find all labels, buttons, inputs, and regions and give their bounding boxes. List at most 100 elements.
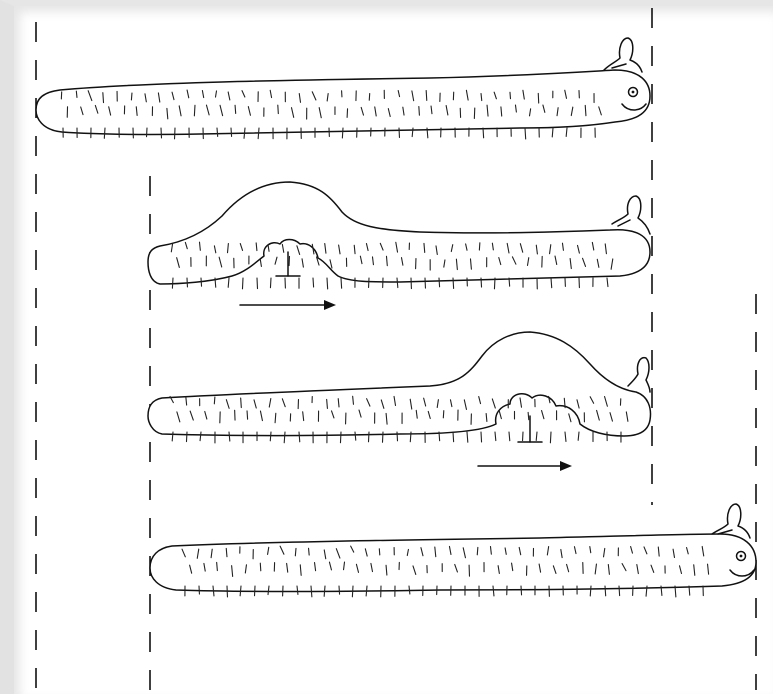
leg-mark [340, 432, 341, 443]
leg-mark [605, 586, 606, 596]
bristle-mark [186, 397, 187, 405]
leg-mark [565, 432, 566, 441]
leg-mark [619, 586, 620, 596]
leg-mark [410, 432, 411, 442]
head-antenna-icon [612, 196, 650, 234]
leg-mark [313, 278, 314, 287]
caterpillar-stage-4 [150, 504, 756, 597]
bristle-mark [235, 105, 236, 113]
direction-arrow-icon [240, 300, 336, 310]
caterpillar-body [148, 332, 650, 436]
leg-mark [551, 278, 552, 288]
caterpillar-stage-3 [148, 332, 650, 471]
bristle-mark [282, 244, 283, 252]
head-antenna-icon [712, 504, 750, 538]
gripping-leg-icon [518, 416, 542, 442]
leg-mark [104, 128, 105, 138]
bristle-mark [569, 414, 571, 422]
leg-mark [590, 586, 591, 596]
bristle-mark [426, 91, 427, 101]
caterpillar-body [150, 534, 756, 592]
bristle-mark [477, 547, 478, 554]
bristle-mark [520, 398, 521, 407]
bristle-mark [278, 105, 279, 114]
leg-mark [231, 128, 232, 136]
bristle-mark [309, 548, 310, 555]
leg-mark [494, 278, 495, 289]
leg-mark [217, 128, 218, 136]
leg-mark [525, 128, 526, 139]
bristle-mark [247, 411, 248, 419]
leg-mark [566, 128, 567, 136]
bristle-mark [217, 562, 218, 570]
leg-mark [689, 586, 690, 595]
leg-mark [495, 432, 496, 441]
leg-mark [453, 278, 454, 288]
leg-mark [341, 278, 342, 288]
caterpillar-stage-2 [148, 182, 650, 310]
bristle-mark [486, 414, 487, 422]
leg-mark [453, 432, 454, 442]
bristle-mark [241, 398, 242, 407]
leg-mark [467, 432, 468, 442]
leg-mark [201, 278, 202, 286]
bristle-mark [256, 243, 257, 251]
gripping-leg-icon [276, 252, 300, 276]
bristle-mark [528, 412, 529, 419]
bristle-mark [131, 93, 132, 100]
leg-mark [327, 278, 328, 289]
leg-mark [382, 432, 383, 442]
head-antenna-icon [604, 38, 642, 72]
bristle-mark [327, 399, 328, 408]
bristle-mark [302, 259, 303, 267]
leg-mark [242, 278, 243, 289]
caterpillar-body [36, 70, 650, 134]
leg-mark [550, 432, 551, 443]
leg-mark [439, 432, 440, 441]
caterpillar-body [148, 182, 650, 284]
leg-mark [536, 432, 537, 440]
caterpillar-stage-1 [36, 38, 650, 139]
leg-mark [509, 432, 510, 441]
bristle-mark [194, 105, 195, 115]
leg-mark [439, 278, 440, 287]
leg-mark [481, 432, 482, 442]
bristle-mark [499, 411, 501, 419]
leg-mark [270, 278, 271, 288]
bristle-mark [226, 548, 227, 556]
bristle-mark [424, 243, 425, 252]
leg-mark [228, 278, 229, 287]
leg-mark [483, 128, 484, 138]
leg-mark [270, 432, 271, 441]
leg-mark [186, 432, 187, 442]
leg-mark [342, 128, 343, 138]
bristle-mark [260, 259, 261, 266]
head-antenna-icon [628, 358, 650, 392]
leg-mark [215, 278, 216, 287]
bristle-mark [419, 107, 420, 116]
leg-mark [172, 278, 173, 288]
bristle-mark [542, 411, 544, 419]
bristle-mark [214, 397, 215, 404]
leg-mark [509, 278, 510, 286]
leg-mark [355, 432, 356, 440]
bristle-mark [481, 94, 482, 101]
leg-mark [299, 432, 300, 442]
bristle-mark [295, 548, 296, 555]
bristle-mark [76, 91, 77, 97]
bristle-mark [275, 413, 276, 422]
bristle-mark [585, 105, 586, 115]
bristle-mark [275, 257, 277, 264]
leg-mark [352, 586, 353, 597]
direction-arrow-icon [478, 461, 572, 471]
leg-mark [607, 278, 608, 287]
leg-mark [578, 432, 579, 440]
leg-mark [339, 586, 340, 594]
leg-mark [552, 128, 553, 137]
bristle-mark [103, 93, 104, 103]
bristle-mark [268, 245, 269, 252]
bristle-mark [297, 246, 300, 255]
leg-mark [481, 278, 482, 287]
